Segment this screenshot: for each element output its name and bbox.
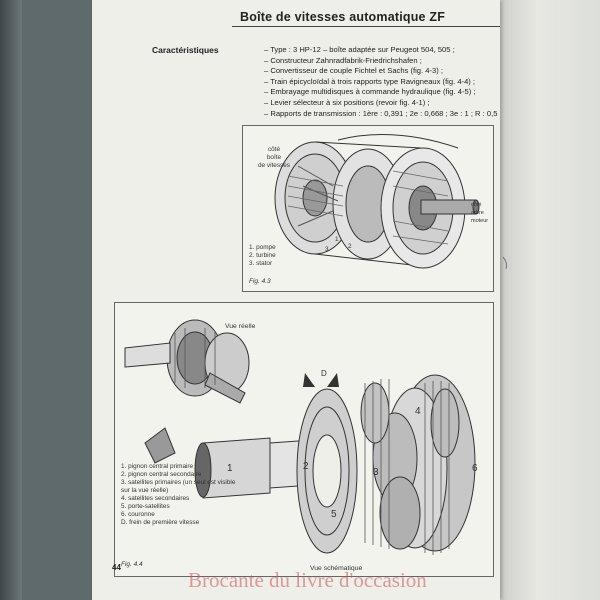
figure-legend: 1. pompe 2. turbine 3. stator [249,244,276,267]
pencil-mark-icon [502,256,508,270]
spec-item: – Levier sélecteur à six positions (revo… [264,97,430,107]
engine-side-label: côté arbre moteur [471,202,489,224]
figure-planetary-gear: Vue réelle Vue schématique D 1 2 3 4 5 6… [114,302,494,577]
title-rule [232,26,500,27]
spec-item: – Embrayage multidisques à commande hydr… [264,87,476,97]
schematic-view-label: Vue schématique [310,565,363,572]
part-number: 5 [331,509,337,520]
brake-marker: D [321,369,327,378]
spec-item: – Rapports de transmission : 1ère : 0,39… [264,108,498,118]
watermark: Brocante du livre d'occasion [188,568,427,592]
book-page: Boîte de vitesses automatique ZF Caracté… [92,0,500,600]
part-number: 1 [335,236,339,243]
part-number: 2 [348,243,352,250]
part-number: 2 [303,461,309,472]
torque-converter-illustration [274,134,480,269]
spec-item: – Train épicycloïdal à trois rapports ty… [264,76,476,86]
figure-caption: Fig. 4.3 [249,278,271,285]
part-number: 1 [227,463,233,474]
planetary-gear-illustration [124,319,476,555]
page-number: 44 [112,563,121,572]
spec-item: – Convertisseur de couple Fichtel et Sac… [264,66,443,76]
figure-legend: 1. pignon central primaire 2. pignon cen… [121,463,236,526]
spec-item: – Type : 3 HP-12 – boîte adaptée sur Peu… [264,45,455,54]
page-title: Boîte de vitesses automatique ZF [240,10,446,24]
part-number: 6 [472,463,478,474]
gearbox-side-label: côté boîte de vitesses [258,146,290,169]
figure-torque-converter: côté boîte de vitesses côté arbre moteur… [242,125,494,292]
next-page-edge [495,0,600,600]
section-label: Caractéristiques [152,45,219,55]
part-number: 3 [325,246,329,253]
book-spine-shadow [0,0,22,600]
real-view-label: Vue réelle [225,323,256,330]
spec-list: – Type : 3 HP-12 – boîte adaptée sur Peu… [264,45,498,119]
part-number: 3 [373,467,379,478]
figure-caption: Fig. 4.4 [121,561,143,568]
part-number: 4 [415,406,421,417]
spec-item: – Constructeur Zahnradfabrik-Friedrichsh… [264,55,422,65]
